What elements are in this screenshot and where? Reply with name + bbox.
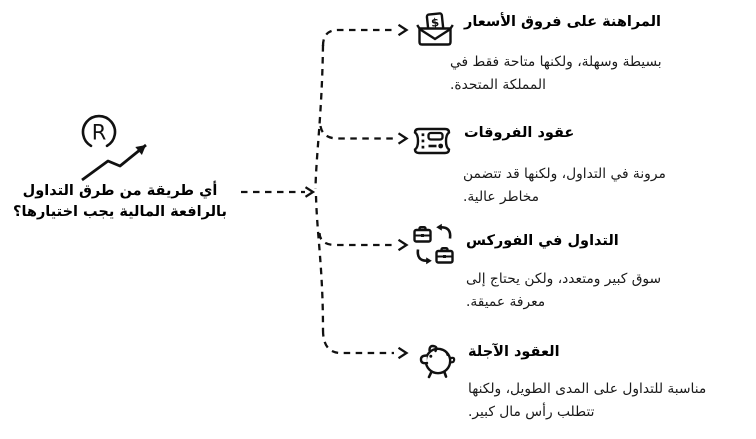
desc-line: مرونة في التداول، ولكنها قد تتضمن [463, 166, 666, 182]
arrowhead-2 [397, 132, 409, 145]
branch-title-forex: التداول في الفوركس [466, 233, 619, 249]
trend-arrowhead [135, 145, 146, 155]
branch-title-futures: العقود الآجلة [468, 344, 560, 360]
branch-line-3 [318, 232, 394, 247]
dollar-glyph: $ [430, 15, 439, 30]
desc-line: تتطلب رأس مال كبير. [468, 403, 595, 420]
desc-line: معرفة عميقة. [466, 293, 546, 310]
desc-line: سوق كبير ومتعدد، ولكن يحتاج إلى [466, 271, 662, 287]
feeder-arrowhead [304, 186, 316, 198]
branch-desc-forex: سوق كبير ومتعدد، ولكن يحتاج إلى معرفة عم… [466, 268, 661, 313]
arrowhead-4 [397, 346, 409, 360]
r-letter: R [92, 121, 107, 145]
branch-line-4 [321, 329, 394, 355]
branch-line-2 [319, 125, 394, 140]
branch-desc-spread-betting: بسيطة وسهلة، ولكنها متاحة فقط في المملكة… [450, 51, 662, 96]
arrowhead-3 [397, 238, 409, 252]
r-trend-icon: R [81, 114, 147, 182]
briefcase-exchange-icon [413, 223, 454, 265]
desc-line: مخاطر عالية. [463, 188, 540, 205]
branch-desc-cfd: مرونة في التداول، ولكنها قد تتضمن مخاطر … [463, 163, 666, 208]
branch-line-1 [321, 28, 394, 47]
envelope-dollar-icon: $ [416, 12, 454, 46]
branch-desc-futures: مناسبة للتداول على المدى الطويل، ولكنها … [468, 378, 706, 423]
desc-line: المملكة المتحدة. [450, 76, 546, 93]
central-question: أي طريقة من طرق التداول بالرافعة المالية… [0, 181, 240, 223]
desc-line: مناسبة للتداول على المدى الطويل، ولكنها [468, 381, 707, 397]
question-line-1: أي طريقة من طرق التداول [22, 183, 218, 199]
contract-ticket-icon [413, 127, 451, 155]
desc-line: بسيطة وسهلة، ولكنها متاحة فقط في [450, 54, 662, 70]
arrowhead-1 [397, 23, 409, 37]
branch-title-cfd: عقود الفروقات [464, 125, 575, 141]
question-line-2: بالرافعة المالية يجب اختيارها؟ [13, 204, 227, 220]
trunk-line [314, 44, 325, 331]
branch-title-spread-betting: المراهنة على فروق الأسعار [464, 14, 662, 30]
piggy-bank-icon [419, 344, 456, 379]
